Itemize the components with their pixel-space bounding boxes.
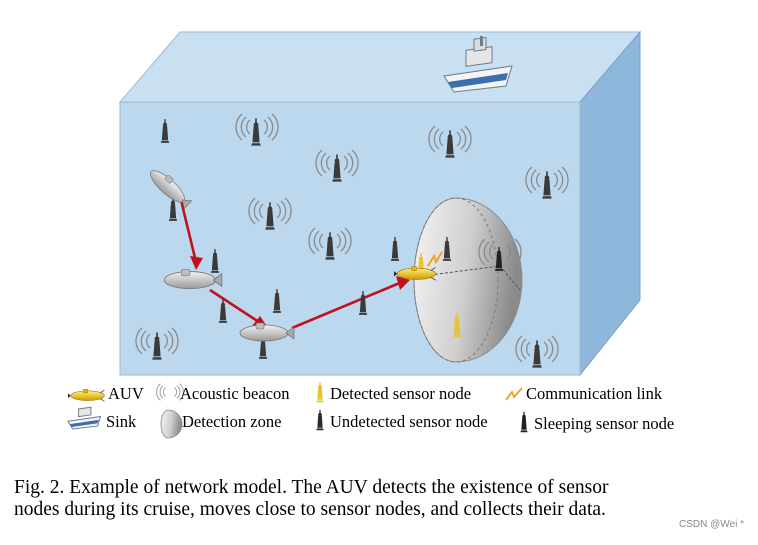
water-top-face [118, 31, 642, 103]
legend-detection-zone-icon [160, 409, 183, 439]
figure-caption-line-1: Fig. 2. Example of network model. The AU… [14, 477, 609, 498]
arrowhead-1 [190, 256, 203, 270]
legend-communication-link-label: Communication link [526, 384, 663, 403]
legend-detection-zone-label: Detection zone [182, 412, 282, 431]
watermark: CSDN @Wei * [679, 519, 744, 530]
legend-detected-node-label: Detected sensor node [330, 384, 472, 403]
legend-auv-label: AUV [108, 384, 144, 403]
legend-sink-label: Sink [106, 412, 137, 431]
sink-ship-icon [443, 36, 513, 93]
legend-acoustic-beacon-label: Acoustic beacon [180, 384, 290, 403]
legend-auv-icon [68, 388, 105, 402]
legend-communication-link-icon [505, 387, 523, 401]
legend-undetected-node-label: Undetected sensor node [330, 412, 488, 431]
legend-sink-icon [67, 406, 102, 430]
path-segment-1 [178, 195, 198, 263]
legend-undetected-node-icon [316, 409, 324, 431]
figure-caption-line-2: nodes during its cruise, moves close to … [14, 499, 606, 520]
path-segment-3 [291, 280, 403, 330]
communication-link-icon [427, 251, 443, 267]
legend-detected-node-icon [316, 381, 324, 403]
path-segment-2 [209, 288, 263, 326]
legend-sleeping-node-icon [520, 411, 528, 433]
legend-sleeping-node-label: Sleeping sensor node [534, 414, 675, 433]
arrowhead-3 [396, 276, 410, 290]
auv-path [178, 195, 403, 330]
